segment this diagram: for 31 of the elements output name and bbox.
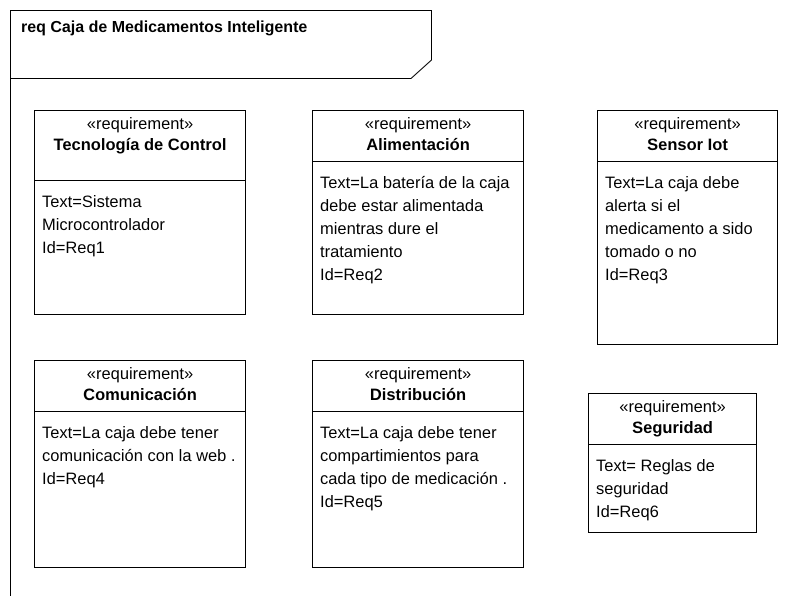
requirement-name: Comunicación: [82, 385, 198, 406]
requirement-box: [597, 110, 778, 345]
requirement-text: Text=La batería de la caja debe estar alimentada mientras dure el tratamiento: [320, 173, 510, 263]
requirement-id: Id=Req6: [596, 502, 660, 523]
requirement-text: Text=Sistema Microcontrolador: [42, 192, 166, 236]
stereotype-label: «requirement»: [618, 397, 727, 417]
requirement-box: [312, 360, 524, 568]
stereotype-label: «requirement»: [364, 114, 472, 134]
stereotype-label: «requirement»: [364, 364, 472, 384]
requirement-id: Id=Req4: [42, 469, 106, 490]
requirement-id: Id=Req1: [42, 238, 106, 259]
frame-title: req Caja de Medicamentos Inteligente: [21, 19, 308, 37]
requirement-text: Text=La caja debe alerta si el medicamento a sido tomado o no: [605, 173, 754, 263]
requirement-name: Distribución: [368, 385, 468, 406]
stereotype-label: «requirement»: [86, 364, 194, 384]
stereotype-label: «requirement»: [633, 114, 742, 134]
requirement-text: Text=La caja debe tener compartimientos para cada tipo de medicación .: [320, 423, 508, 490]
requirement-id: Id=Req5: [320, 492, 384, 513]
requirement-name: Sensor Iot: [646, 135, 729, 156]
requirement-box: [312, 110, 524, 315]
requirement-text: Text= Reglas de seguridad: [596, 456, 716, 500]
requirement-text: Text=La caja debe tener comunicación con la web .: [42, 423, 237, 467]
requirement-name: Alimentación: [365, 135, 471, 156]
requirement-box: [588, 393, 757, 533]
requirement-id: Id=Req2: [320, 265, 384, 286]
requirement-name: Seguridad: [631, 418, 714, 439]
stereotype-label: «requirement»: [86, 114, 194, 134]
requirement-box: [34, 110, 246, 315]
requirement-id: Id=Req3: [605, 265, 669, 286]
requirement-box: [34, 360, 246, 568]
requirement-name: Tecnología de Control: [52, 135, 228, 156]
